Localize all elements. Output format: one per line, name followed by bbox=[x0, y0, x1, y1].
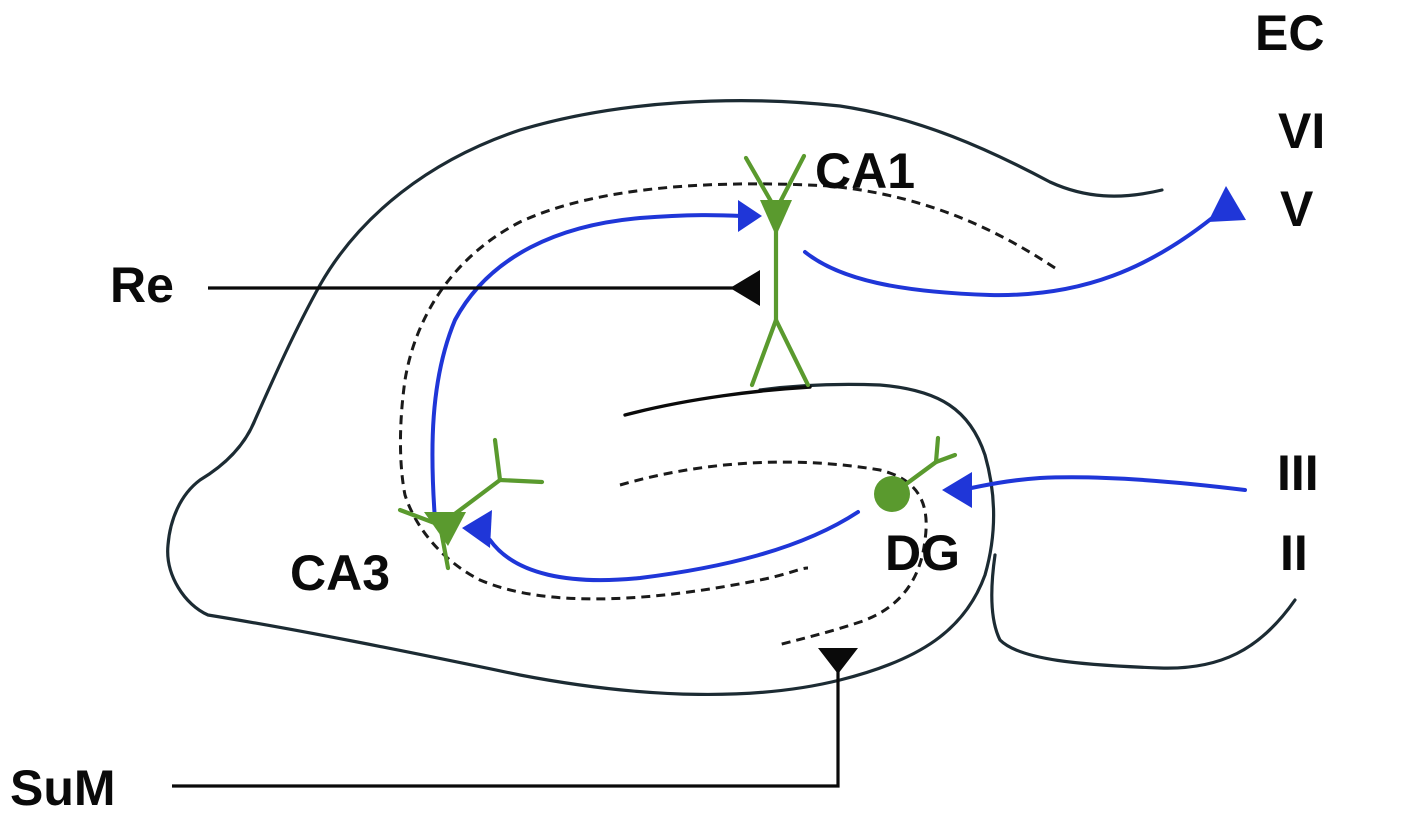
ca1-neuron bbox=[743, 153, 811, 388]
label-layer-ii: II bbox=[1280, 525, 1308, 581]
mossy-fiber-pathway bbox=[488, 510, 860, 583]
label-sum: SuM bbox=[10, 760, 116, 814]
label-ec: EC bbox=[1255, 5, 1324, 61]
re-synapse-arrow-icon bbox=[730, 270, 760, 306]
ca-pyramidal-layer bbox=[398, 182, 1056, 601]
dentate-granule-layer bbox=[619, 460, 928, 647]
label-layer-iii: III bbox=[1277, 445, 1319, 501]
label-ca3: CA3 bbox=[290, 545, 390, 601]
dg-synapse-arrow-icon bbox=[942, 472, 972, 508]
ca1-to-ec-pathway bbox=[803, 208, 1224, 298]
ec-v-synapse-arrow-icon bbox=[1208, 186, 1246, 222]
hippocampal-fissure bbox=[623, 385, 812, 417]
subiculum-lobe-outline bbox=[990, 553, 1297, 670]
re-afferent bbox=[208, 270, 760, 306]
dg-neuron bbox=[874, 435, 958, 512]
ca3-neuron bbox=[397, 437, 545, 571]
label-re: Re bbox=[110, 257, 174, 313]
label-dg: DG bbox=[885, 525, 960, 581]
hippocampus-outline bbox=[166, 99, 1164, 697]
sum-afferent bbox=[172, 648, 858, 788]
ca1-synapse-arrow-icon bbox=[738, 200, 762, 232]
label-ca1: CA1 bbox=[815, 143, 915, 199]
label-layer-vi: VI bbox=[1278, 103, 1325, 159]
ca3-synapse-arrow-icon bbox=[462, 510, 492, 548]
sum-synapse-arrow-icon bbox=[818, 648, 858, 674]
schaffer-collateral-pathway bbox=[430, 213, 744, 522]
label-layer-v: V bbox=[1280, 181, 1314, 237]
perforant-pathway bbox=[960, 475, 1247, 492]
